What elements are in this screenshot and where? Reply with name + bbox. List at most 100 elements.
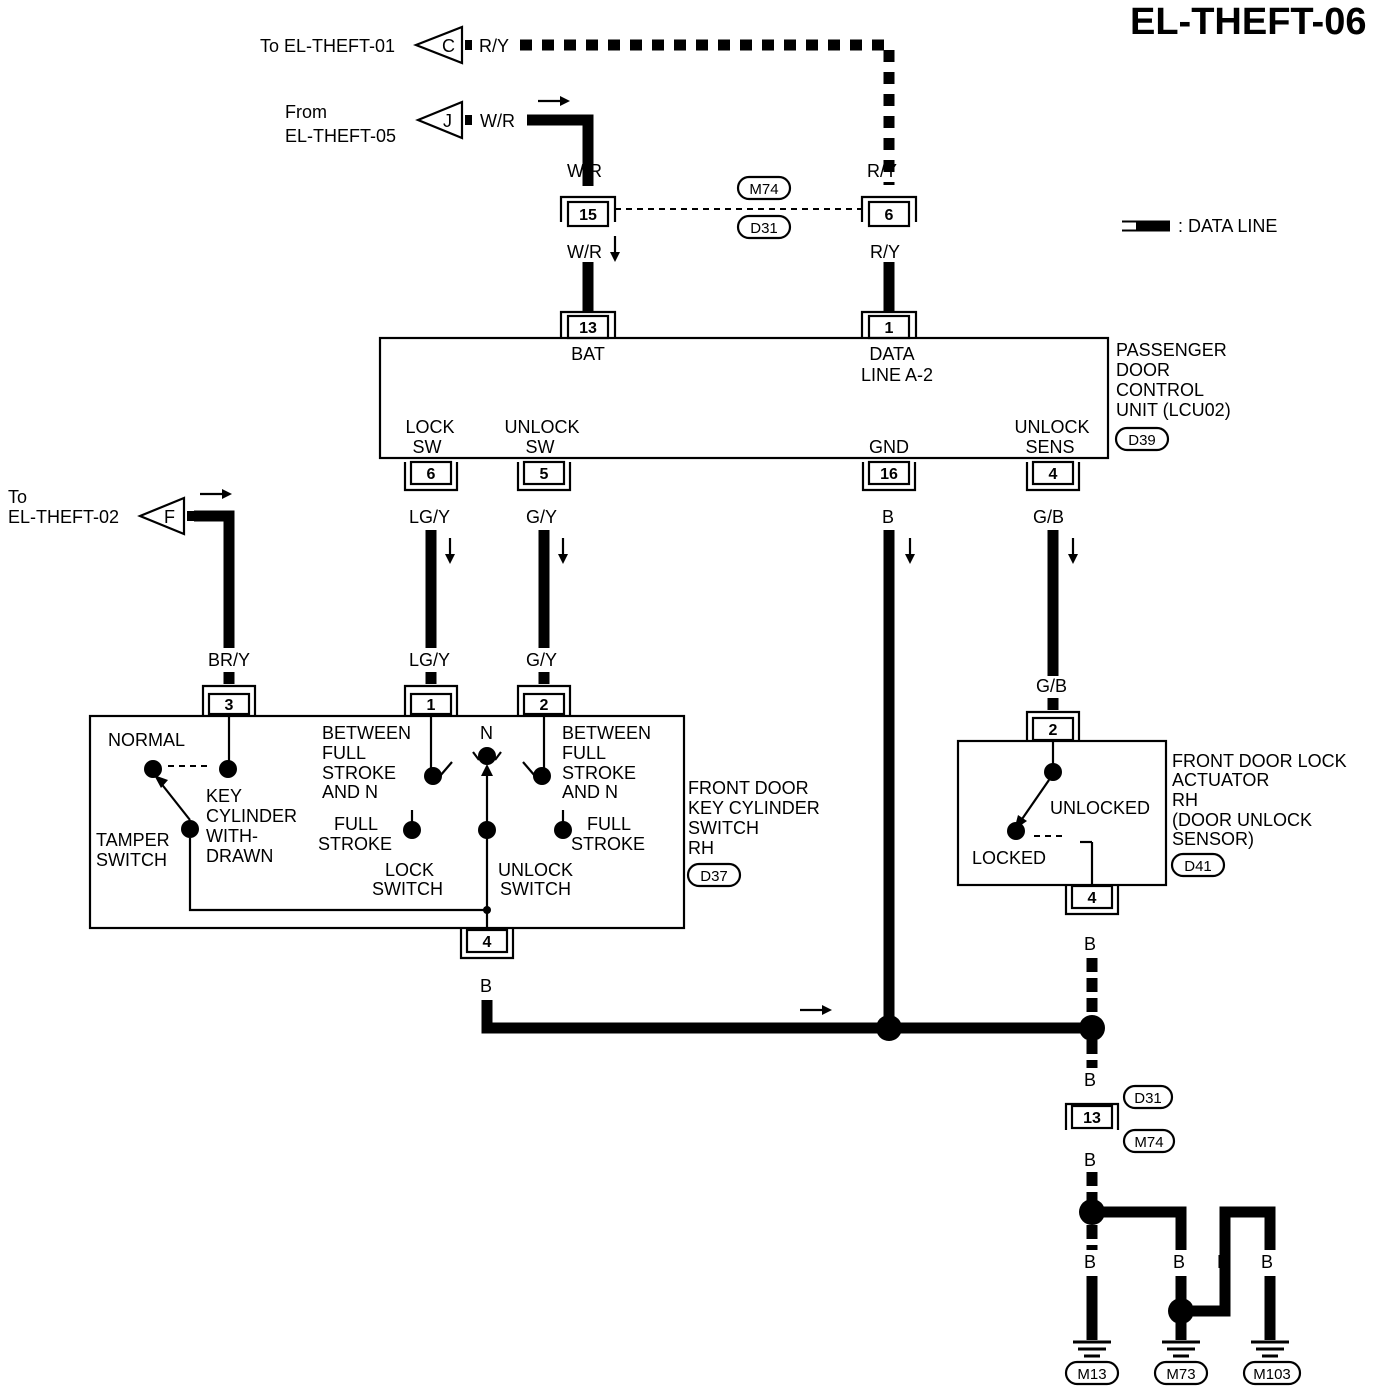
wire-label-gy-2: G/Y: [526, 650, 557, 670]
flow-arrow-icon: [822, 1005, 832, 1015]
gnd-pin-13: 13: [1083, 1110, 1101, 1127]
terminal-j-arrow-icon: [415, 100, 464, 140]
d31-bottom-label: D31: [1134, 1090, 1162, 1107]
d37-label: D37: [700, 868, 728, 885]
lcu-pin-16: 16: [880, 466, 898, 483]
connector-id-m74-top: M74: [736, 175, 792, 201]
wire-label-b-act: B: [1084, 934, 1096, 954]
unlocked-label: UNLOCKED: [1050, 798, 1150, 818]
wire-label-gb-2: G/B: [1036, 676, 1067, 696]
ks-pin-4: 4: [483, 934, 492, 951]
bfs-left-1: BETWEEN: [322, 723, 411, 743]
from-label: From: [285, 102, 327, 122]
wire-b-ground-bus: [481, 1000, 1092, 1034]
lock-switch-2: SWITCH: [372, 879, 443, 899]
act-name-3: RH: [1172, 790, 1198, 810]
d31-label: D31: [750, 220, 778, 237]
d39-label: D39: [1128, 432, 1156, 449]
kc-label-4: DRAWN: [206, 846, 273, 866]
bfs-left-3: STROKE: [322, 763, 396, 783]
el-theft-02-label: EL-THEFT-02: [8, 507, 119, 527]
splice-point: [876, 1015, 902, 1041]
terminal-j-from-el-theft-05: From EL-THEFT-05 J W/R: [285, 96, 570, 146]
terminal-c-to-el-theft-01: To EL-THEFT-01 C R/Y: [260, 25, 509, 65]
flow-arrow-icon: [445, 554, 455, 564]
lcu-data-line-label: LINE A-2: [861, 365, 933, 385]
legend-label: : DATA LINE: [1178, 216, 1277, 236]
m103-label: M103: [1253, 1366, 1291, 1383]
wire-wr-upper: [527, 114, 594, 186]
m13-label: M13: [1077, 1366, 1106, 1383]
data-line-ry: [520, 39, 895, 185]
wire-label-gy-1: G/Y: [526, 507, 557, 527]
tamper-label-2: SWITCH: [96, 850, 167, 870]
bfs-right-3: STROKE: [562, 763, 636, 783]
wire-label-bry: BR/Y: [208, 650, 250, 670]
kc-label-3: WITH-: [206, 826, 258, 846]
lcu-unlock-sw-label: SW: [526, 437, 555, 457]
wire-label-b-m103: B: [1261, 1252, 1273, 1272]
lcu-pin-6: 6: [427, 466, 436, 483]
ks-pin-2: 2: [540, 697, 549, 714]
lcu-pin-5: 5: [540, 466, 549, 483]
connector-pin-6-data: 6: [860, 195, 918, 228]
wire-label-b-gnd: B: [882, 507, 894, 527]
wire-label-b-3: B: [1084, 1150, 1096, 1170]
wire-b-m103-link: [1193, 1206, 1276, 1317]
lcu-pin-13: 13: [579, 320, 597, 337]
lcu-unlock-label: UNLOCK: [504, 417, 579, 437]
fs-left-1: FULL: [334, 814, 378, 834]
tamper-label-1: TAMPER: [96, 830, 170, 850]
connector-id-d41: [1170, 852, 1226, 878]
lcu-gnd-label: GND: [869, 437, 909, 457]
bfs-left-4: AND N: [322, 782, 378, 802]
connector-id-d39: [1114, 426, 1170, 452]
front-door-lock-actuator: 2 UNLOCKED LOCKED 4 FRONT DOOR LOCK ACTU…: [956, 710, 1347, 916]
connector-pin-13-ground: 13: [1064, 1102, 1120, 1130]
act-name-2: ACTUATOR: [1172, 770, 1269, 790]
splice-point: [1079, 1015, 1105, 1041]
bfs-left-2: FULL: [322, 743, 366, 763]
wire-b-to-m73: [1092, 1206, 1187, 1250]
act-name-4: (DOOR UNLOCK: [1172, 810, 1312, 830]
legend-data-line: : DATA LINE: [1122, 216, 1277, 236]
front-door-key-cylinder-switch: 3 1 2 NORMAL KEY CYLINDER WITH- DRAWN TA…: [88, 684, 820, 960]
ground-icon: [1162, 1340, 1200, 1358]
passenger-door-control-unit: 13 1 BAT DATA LINE A-2 LOCK SW UNLOCK SW…: [378, 310, 1231, 492]
lcu-name-4: UNIT (LCU02): [1116, 400, 1231, 420]
el-theft-05-label: EL-THEFT-05: [285, 126, 396, 146]
terminal-c-letter: C: [442, 36, 455, 56]
connector-id-d31-bottom: [1122, 1084, 1174, 1110]
n-label: N: [480, 723, 493, 743]
to-label: To: [8, 487, 27, 507]
wire-label-b-m73: B: [1173, 1252, 1185, 1272]
connector-id-m73: [1153, 1360, 1209, 1386]
ground-icon: [1073, 1340, 1111, 1358]
wire-label-b-m13: B: [1084, 1252, 1096, 1272]
wire-label-wr-1: W/R: [567, 161, 602, 181]
fs-right-1: FULL: [587, 814, 631, 834]
page-title: EL-THEFT-06: [1130, 1, 1366, 43]
connector-pin-15: 15: [559, 195, 617, 228]
bfs-right-4: AND N: [562, 782, 618, 802]
lcu-lock-sw-label: SW: [413, 437, 442, 457]
flow-arrow-icon: [1068, 554, 1078, 564]
lcu-name-3: CONTROL: [1116, 380, 1204, 400]
fs-left-2: STROKE: [318, 834, 392, 854]
wire-label-ry-top: R/Y: [479, 36, 509, 56]
ks-pin-1: 1: [427, 697, 436, 714]
lcu-lock-label: LOCK: [405, 417, 454, 437]
normal-label: NORMAL: [108, 730, 185, 750]
connector-id-m74-bottom: [1122, 1128, 1176, 1154]
m74-bottom-label: M74: [1134, 1134, 1163, 1151]
ks-name-4: RH: [688, 838, 714, 858]
m74-label: M74: [749, 181, 778, 198]
ks-name-1: FRONT DOOR: [688, 778, 809, 798]
lcu-pin-4: 4: [1049, 466, 1058, 483]
pin-6-number: 6: [885, 207, 894, 224]
flow-arrow-icon: [610, 252, 620, 262]
connector-id-m13: [1064, 1360, 1120, 1386]
flow-arrows-down: [445, 538, 1078, 564]
wire-label-wr-2: W/R: [567, 242, 602, 262]
